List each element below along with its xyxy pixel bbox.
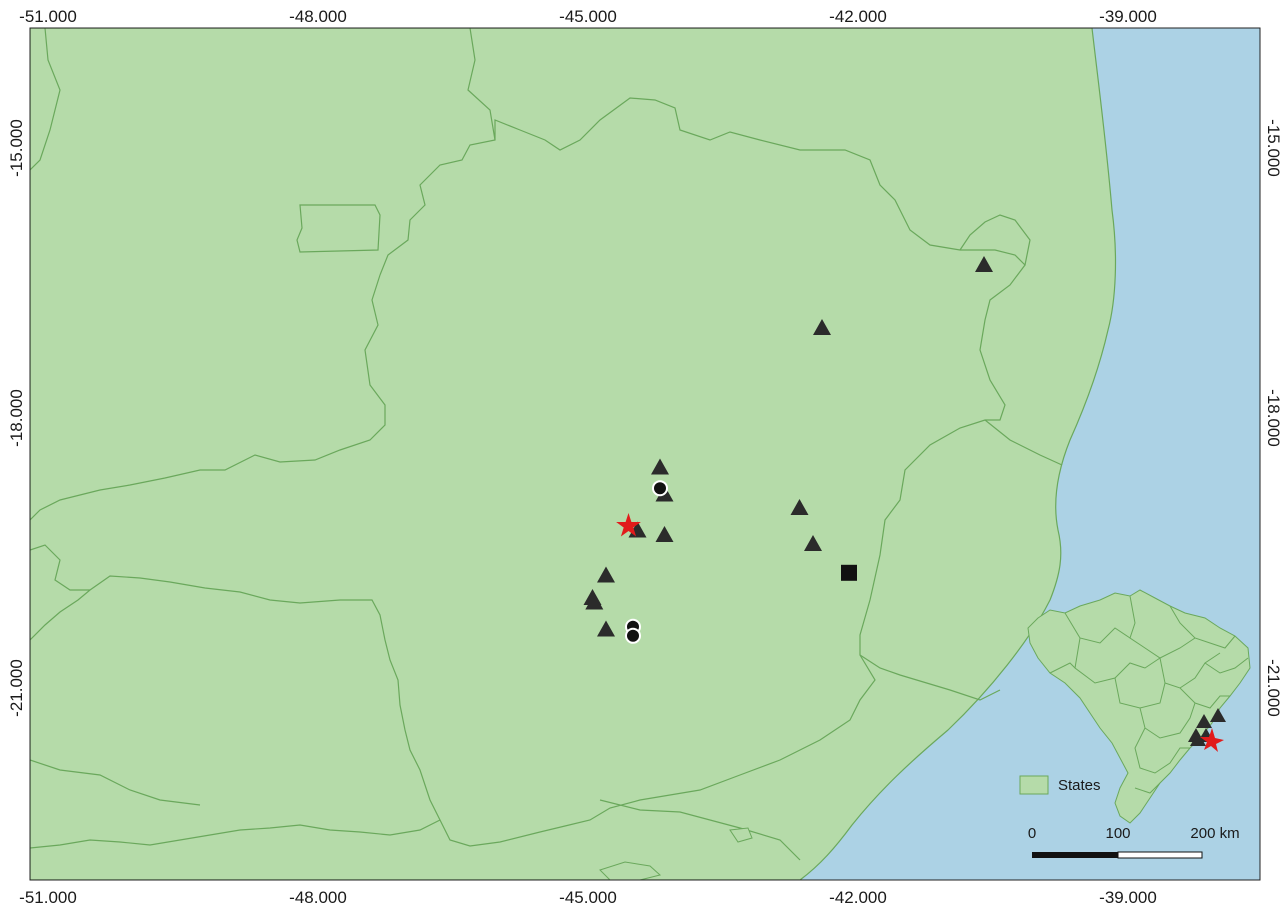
legend-swatch	[1019, 775, 1049, 795]
right-tick-label: -21.000	[1264, 659, 1283, 717]
triangle-marker	[790, 499, 809, 515]
triangle-marker	[597, 566, 615, 583]
site-markers	[583, 256, 993, 644]
square-marker	[841, 564, 857, 581]
top-tick-label: -48.000	[289, 7, 347, 26]
inset-star-marker	[1200, 728, 1224, 752]
bottom-tick-label: -45.000	[559, 888, 617, 907]
island-shape	[599, 861, 662, 880]
border-goias-west	[30, 28, 61, 171]
top-tick-label: -39.000	[1099, 7, 1157, 26]
right-tick-label: -15.000	[1264, 119, 1283, 177]
scale-bar: 0 100 200 km	[1028, 825, 1240, 859]
inset-markers	[1188, 708, 1226, 752]
star-marker	[616, 513, 641, 537]
top-tick-label: -51.000	[19, 7, 77, 26]
left-tick-label: -15.000	[7, 119, 26, 177]
triangle-marker	[813, 319, 831, 335]
left-tick-label: -21.000	[7, 659, 26, 717]
left-axis-labels: -15.000 -18.000 -21.000	[7, 119, 26, 717]
legend-label: States	[1058, 777, 1101, 794]
triangle-marker	[975, 256, 993, 272]
border-goias-south	[30, 544, 90, 591]
circle-marker	[652, 480, 668, 497]
scale-label-100: 100	[1105, 825, 1130, 842]
legend: States	[1019, 775, 1101, 795]
circle-marker	[625, 627, 641, 644]
map-border	[29, 27, 1261, 881]
border-distrito-federal	[296, 204, 381, 253]
top-tick-label: -45.000	[559, 7, 617, 26]
inset-map-brazil	[1027, 589, 1251, 824]
border-es-south	[859, 654, 1001, 701]
land-area	[30, 28, 1117, 880]
inset-triangle-marker	[1196, 714, 1212, 728]
triangle-marker	[655, 526, 674, 542]
scale-label-0: 0	[1028, 825, 1036, 842]
island-shape	[729, 827, 753, 843]
right-tick-label: -18.000	[1264, 389, 1283, 447]
border-rio-de-janeiro	[599, 799, 801, 861]
border-sao-paulo	[30, 819, 441, 849]
scale-bar-white-segment	[1117, 851, 1203, 859]
border-minas-gerais	[30, 97, 1026, 847]
triangle-marker	[597, 620, 615, 637]
map-frame: States 0 100 200 km	[30, 28, 1260, 880]
state-borders	[30, 28, 1063, 861]
right-axis-labels: -15.000 -18.000 -21.000	[1264, 119, 1283, 717]
bottom-axis-labels: -51.000 -48.000 -45.000 -42.000 -39.000	[19, 888, 1157, 907]
inset-triangle-marker	[1190, 732, 1206, 746]
triangle-marker	[651, 458, 669, 475]
top-axis-labels: -51.000 -48.000 -45.000 -42.000 -39.000	[19, 7, 1157, 26]
bottom-tick-label: -39.000	[1099, 888, 1157, 907]
coastal-islands	[599, 827, 753, 880]
top-tick-label: -42.000	[829, 7, 887, 26]
border-sp-north	[30, 759, 201, 806]
border-bahia-es	[959, 214, 1031, 266]
inset-triangle-marker	[1210, 708, 1226, 722]
bottom-tick-label: -42.000	[829, 888, 887, 907]
triangle-marker	[804, 535, 822, 551]
border-espirito-santo	[984, 419, 1063, 466]
border-mg-north	[30, 274, 386, 521]
inset-state-lines	[1049, 595, 1249, 794]
scale-label-200: 200 km	[1190, 825, 1239, 842]
scale-bar-black-segment	[1032, 852, 1118, 858]
border-goias-bahia	[467, 28, 496, 141]
left-tick-label: -18.000	[7, 389, 26, 447]
triangle-marker	[585, 593, 604, 610]
bottom-tick-label: -48.000	[289, 888, 347, 907]
bottom-tick-label: -51.000	[19, 888, 77, 907]
